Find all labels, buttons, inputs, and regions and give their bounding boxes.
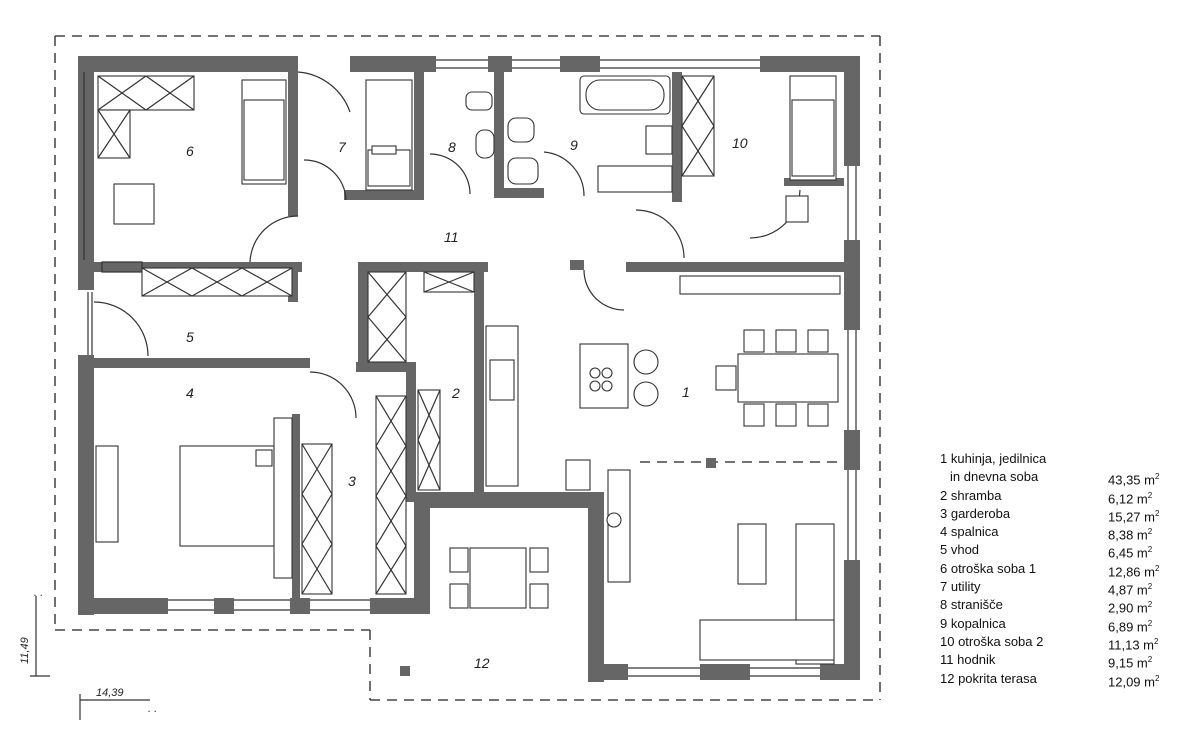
legend-room-name: 9 kopalnica [940, 615, 1006, 631]
dimensions: 11,49 . . 14,39 . . [19, 587, 157, 720]
room-label-4: 4 [186, 385, 194, 401]
reference-lines [54, 35, 881, 701]
legend-room-name: 3 garderoba [940, 505, 1011, 521]
legend-room-area: 6,89 m2 [1108, 618, 1153, 634]
legend-row: 4 spalnica 8,38 m2 [940, 523, 1170, 543]
room-label-8: 8 [448, 139, 456, 155]
room-1-furniture [485, 275, 841, 665]
legend-room-name: 11 hodnik [940, 652, 996, 668]
room-2-shelves [367, 271, 475, 491]
doors [93, 71, 801, 419]
legend-room-name: 1 kuhinja, jedilnica [940, 451, 1047, 466]
legend-row: 7 utility 4,87 m2 [940, 578, 1170, 598]
room-label-1: 1 [682, 384, 690, 400]
room-9-fixtures [507, 75, 673, 193]
legend-room-name: 4 spalnica [940, 524, 999, 540]
room-label-7: 7 [338, 139, 347, 155]
legend-row: 1 kuhinja, jedilnica [940, 450, 1170, 468]
room-label-2: 2 [451, 385, 460, 401]
room-6-furniture [97, 75, 287, 225]
legend-room-area: 11,13 m2 [1108, 636, 1159, 653]
room-label-9: 9 [570, 137, 578, 153]
legend-room-area: 12,86 m2 [1108, 563, 1160, 580]
legend-room-area: 9,15 m2 [1108, 655, 1153, 671]
hallway-wardrobe [141, 267, 293, 297]
room-4-furniture [95, 417, 293, 579]
legend-room-name: 2 shramba [940, 487, 1002, 503]
exterior-walls [78, 56, 860, 682]
room-12-furniture [400, 547, 549, 676]
legend-room-name: 6 otroška soba 1 [940, 560, 1037, 576]
dimension-width-dots: . . [148, 703, 157, 715]
dimension-height-dots: . . [34, 587, 43, 599]
legend-room-name: 12 pokrita terasa [940, 670, 1037, 686]
legend-room-name: 7 utility [940, 579, 981, 595]
room-label-6: 6 [186, 143, 194, 159]
legend-room-area: 6,12 m2 [1108, 490, 1153, 506]
room-label-10: 10 [732, 135, 748, 151]
legend-row: 3 garderoba 15,27 m2 [940, 505, 1170, 525]
legend-row: 2 shramba 6,12 m2 [940, 487, 1170, 506]
legend-row: 5 vhod 6,45 m2 [940, 541, 1170, 561]
dimension-width: 14,39 [96, 687, 124, 699]
legend-room-area: 43,35 m2 [1108, 472, 1160, 488]
room-7-furniture [365, 79, 413, 191]
legend-room-area: 2,90 m2 [1108, 600, 1153, 616]
room-labels: 1 2 3 4 5 6 7 8 9 10 11 12 [186, 135, 748, 671]
legend-row: 8 stranišče 2,90 m2 [940, 596, 1170, 616]
legend-room-name: 10 otroška soba 2 [940, 633, 1044, 649]
room-label-3: 3 [348, 473, 356, 489]
room-label-5: 5 [186, 329, 194, 345]
legend-row: in dnevna soba 43,35 m2 [940, 468, 1170, 488]
legend-room-area: 6,45 m2 [1108, 545, 1153, 561]
legend-room-area: 4,87 m2 [1108, 582, 1153, 598]
legend-row: 10 otroška soba 2 11,13 m2 [940, 633, 1170, 653]
legend-room-area: 15,27 m2 [1108, 508, 1160, 525]
legend-room-area: 8,38 m2 [1108, 527, 1153, 543]
legend-row: 6 otroška soba 1 12,86 m2 [940, 560, 1170, 580]
room-10-furniture [681, 75, 837, 223]
room-8-fixtures [465, 91, 495, 159]
room-label-12: 12 [474, 655, 490, 671]
legend-room-area: 12,09 m2 [1108, 673, 1160, 689]
room-3-wardrobe [301, 395, 407, 595]
legend-row: 12 pokrita terasa 12,09 m2 [940, 670, 1170, 689]
dimension-height: 11,49 [19, 637, 31, 664]
legend-row: 9 kopalnica 6,89 m2 [940, 615, 1170, 634]
room-legend: 1 kuhinja, jedilnica in dnevna soba 43,3… [940, 450, 1170, 689]
legend-room-name: 8 stranišče [940, 597, 1003, 613]
room-label-11: 11 [444, 229, 459, 245]
legend-room-area [1108, 450, 1170, 468]
legend-room-name: in dnevna soba [950, 469, 1039, 485]
legend-row: 11 hodnik 9,15 m2 [940, 651, 1170, 671]
windows [83, 59, 857, 677]
interior-walls [78, 56, 856, 600]
legend-room-name: 5 vhod [940, 542, 980, 558]
